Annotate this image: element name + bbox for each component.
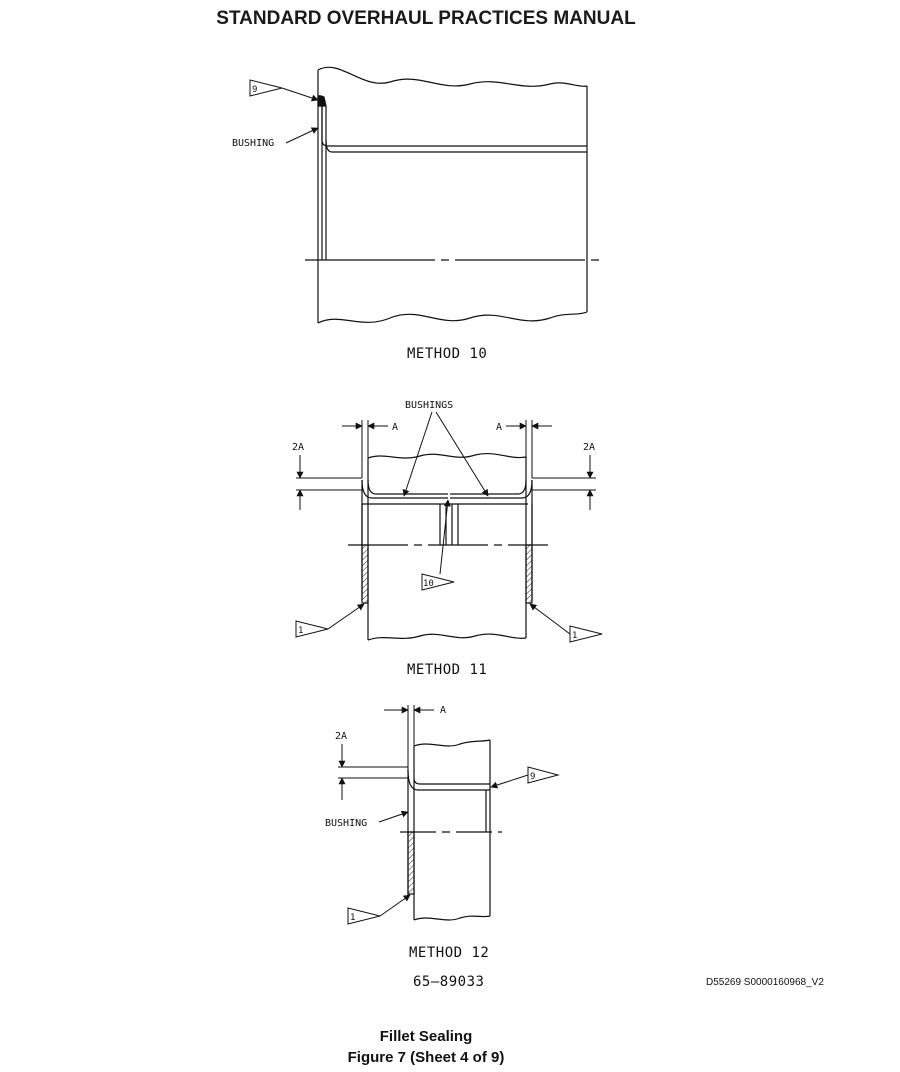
flag-triangle <box>295 620 329 638</box>
dimension-a-right: A <box>496 422 502 433</box>
method-caption: METHOD 12 <box>409 945 489 961</box>
page-title: STANDARD OVERHAUL PRACTICES MANUAL <box>216 8 636 29</box>
flag-label: 1 <box>350 913 355 923</box>
break-line-bottom <box>413 915 491 921</box>
flag-triangle <box>421 573 455 591</box>
flag-label: 9 <box>252 85 257 95</box>
dimension-2a-right: 2A <box>583 442 595 453</box>
flag-label: 9 <box>530 772 535 782</box>
break-line-bottom <box>317 311 588 324</box>
break-line-bottom <box>367 633 527 641</box>
flag-label: 1 <box>572 631 577 641</box>
figure-number: Figure 7 (Sheet 4 of 9) <box>347 1049 505 1066</box>
method-10-annotations: 9 BUSHING <box>232 79 319 149</box>
break-line-top <box>367 453 527 459</box>
flag-triangle <box>347 907 381 925</box>
sealant-hatch <box>407 831 415 895</box>
flag-triangle <box>249 79 283 97</box>
bushing-label: BUSHING <box>232 138 274 149</box>
method-12-drawing <box>338 705 502 921</box>
dimension-a: A <box>440 705 446 716</box>
method-11-drawing <box>296 420 596 641</box>
bushing-label: BUSHING <box>325 818 367 829</box>
figure-title: Fillet Sealing <box>379 1028 473 1045</box>
dimension-2a-left: 2A <box>292 442 304 453</box>
part-number: 65–89033 <box>413 974 484 990</box>
bushings-label: BUSHINGS <box>405 400 453 411</box>
fillet-bead <box>317 95 327 107</box>
break-line-top <box>413 739 491 747</box>
method-12-annotations: A 2A BUSHING 9 1 <box>325 705 560 925</box>
dimension-a-left: A <box>392 422 398 433</box>
break-line-top <box>317 66 588 87</box>
method-caption: METHOD 11 <box>407 662 487 678</box>
sealant-hatch-left <box>361 544 369 604</box>
sealant-hatch-right <box>525 544 533 604</box>
method-10-drawing <box>305 66 600 324</box>
method-caption: METHOD 10 <box>407 346 487 362</box>
flag-label: 1 <box>298 626 303 636</box>
figure-caption: Fillet Sealing Figure 7 (Sheet 4 of 9) <box>0 1026 852 1068</box>
method-11-annotations: A A 2A 2A BUSHINGS 10 1 1 <box>292 400 603 643</box>
flag-label: 10 <box>423 579 434 589</box>
drawing-id: D55269 S0000160968_V2 <box>706 977 824 988</box>
dimension-2a: 2A <box>335 731 347 742</box>
